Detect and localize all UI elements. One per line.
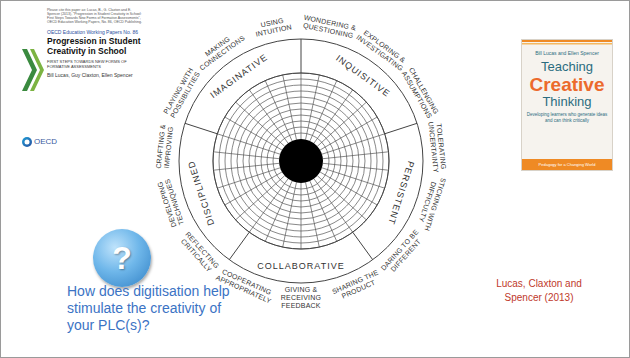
node-text: Thinking bbox=[542, 95, 591, 109]
node-text: Teaching bbox=[541, 60, 593, 74]
report-cover: Please cite this paper as: Lucas, B., G.… bbox=[19, 5, 147, 111]
grid-spoke bbox=[236, 102, 285, 146]
chevron bbox=[30, 49, 44, 91]
node-text: OECD Education Working Papers No. 86 bbox=[47, 29, 144, 35]
question-bubble: ? bbox=[93, 229, 151, 287]
grid-spoke bbox=[322, 134, 385, 154]
habit-label: SHARING THE PRODUCT bbox=[326, 267, 387, 306]
question-text: How does digitisation help stimulate the… bbox=[67, 283, 237, 334]
grid-spoke bbox=[314, 179, 353, 232]
habit-label: DARING TO BE DIFFERENT bbox=[377, 225, 429, 280]
node-text: FIRST STEPS TOWARDS NEW FORMS OF FORMATI… bbox=[47, 59, 144, 69]
grid-spoke bbox=[265, 181, 292, 241]
habit-label: STICKING WITH DIFFICULTY bbox=[414, 172, 448, 234]
band-divider bbox=[229, 232, 249, 260]
oecd-logo-hole bbox=[25, 140, 30, 145]
grid-spoke bbox=[310, 181, 337, 241]
grid-spoke bbox=[306, 183, 320, 248]
grid-ring bbox=[273, 133, 329, 189]
grid-spoke bbox=[217, 134, 280, 154]
node-text: Bill Lucas and Ellen Spencer bbox=[535, 50, 599, 56]
grid-spoke bbox=[225, 117, 282, 150]
grid-spoke bbox=[322, 168, 385, 188]
grid-spoke bbox=[283, 75, 297, 140]
band-divider bbox=[301, 39, 302, 73]
dimension-label: DISCIPLINED bbox=[186, 160, 216, 227]
oecd-logo-ring bbox=[22, 137, 32, 147]
node-text: Pedagogy for a Changing World bbox=[522, 159, 612, 170]
grid-spoke bbox=[265, 81, 292, 141]
habit-label: CHALLENGING ASSUMPTIONS bbox=[398, 63, 442, 123]
book-cover: Bill Lucas and Ellen SpencerTeachingCrea… bbox=[521, 39, 613, 171]
habit-label: DEVELOPING TECHNIQUES bbox=[154, 172, 188, 234]
grid-spoke bbox=[236, 176, 285, 220]
center-disc bbox=[279, 139, 323, 183]
grid-ring bbox=[213, 73, 389, 249]
habit-label: WONDERING & QUESTIONING bbox=[298, 13, 360, 41]
node-text: Developing learners who generate ideas a… bbox=[526, 112, 608, 123]
band-divider bbox=[385, 123, 417, 134]
habit-label: REFLECTING CRITICALLY bbox=[173, 225, 225, 280]
habit-label: GIVING & RECEIVING FEEDBACK bbox=[271, 286, 331, 310]
node-text: Please cite this paper as: Lucas, B., G.… bbox=[47, 8, 144, 24]
habit-label: USING INTUITION bbox=[242, 13, 304, 41]
grid-spoke bbox=[310, 81, 337, 141]
grid-spoke bbox=[217, 168, 280, 188]
grid-spoke bbox=[314, 90, 353, 143]
grid-spoke bbox=[301, 73, 302, 139]
node-text: Bill Lucas, Guy Claxton, Ellen Spencer bbox=[47, 72, 144, 78]
grid-spoke bbox=[249, 179, 288, 232]
grid-spoke bbox=[317, 102, 366, 146]
grid-spoke bbox=[283, 183, 297, 248]
grid-spoke bbox=[225, 172, 282, 205]
grid-spoke bbox=[320, 172, 377, 205]
band-divider bbox=[353, 232, 373, 260]
habit-label: PLAYING WITH POSSIBILITIES bbox=[160, 63, 204, 123]
dimension-label: PERSISTENT bbox=[386, 160, 416, 226]
stripe bbox=[521, 43, 613, 45]
band-divider bbox=[185, 123, 217, 134]
book-stripes bbox=[521, 39, 613, 47]
node-text: ? bbox=[112, 241, 132, 275]
grid-spoke bbox=[317, 176, 366, 220]
citation: Lucas, Claxton and Spencer (2013) bbox=[479, 277, 599, 305]
band-inner bbox=[213, 73, 389, 249]
node-text: Creative bbox=[530, 74, 605, 95]
band-outer bbox=[179, 39, 423, 283]
node-text: Progression in Student Creativity in Sch… bbox=[47, 37, 144, 56]
grid-spoke bbox=[301, 183, 302, 249]
grid-spoke bbox=[323, 163, 389, 170]
logo-text: OECD bbox=[34, 137, 57, 147]
cover-chevrons bbox=[20, 45, 44, 95]
habit-label: CRAFTING & IMPROVING bbox=[154, 116, 176, 177]
grid-spoke bbox=[213, 163, 279, 170]
grid-spoke bbox=[306, 75, 320, 140]
stripe bbox=[521, 39, 613, 42]
habit-label: TOLERATING UNCERTAINTY bbox=[426, 116, 448, 177]
grid-spoke bbox=[320, 117, 377, 150]
habit-label: EXPLORING & INVESTIGATING bbox=[353, 26, 411, 74]
grid-spoke bbox=[323, 152, 389, 159]
grid-spoke bbox=[249, 90, 288, 143]
grid-spoke bbox=[213, 152, 279, 159]
dimension-label: COLLABORATIVE bbox=[257, 261, 344, 271]
